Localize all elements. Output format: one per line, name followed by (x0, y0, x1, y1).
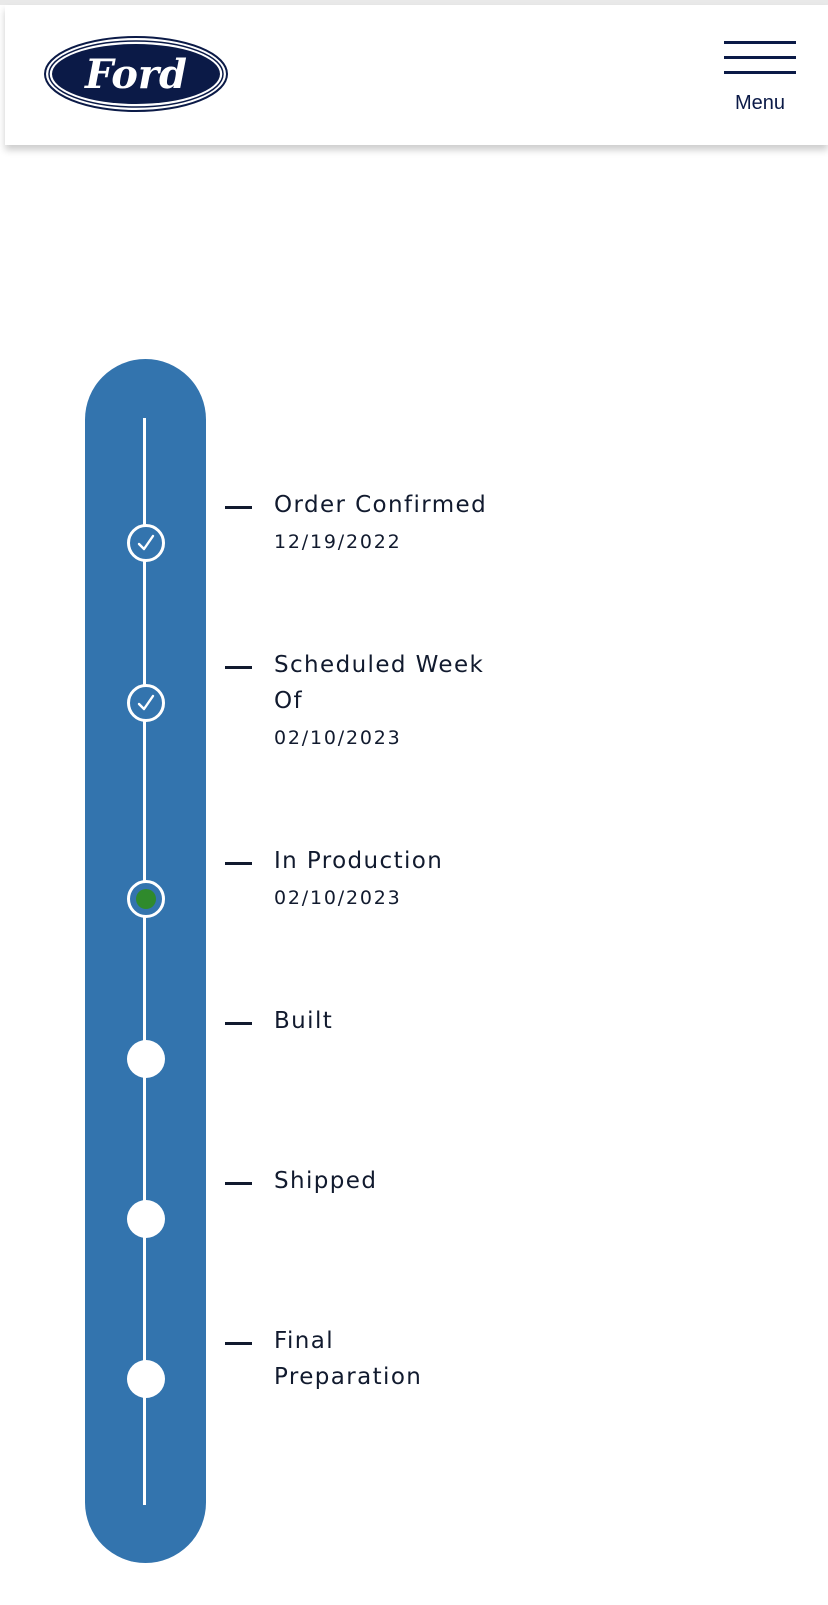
menu-label: Menu (734, 92, 786, 114)
step-2-dash (225, 666, 252, 669)
ford-logo-icon: Ford (44, 36, 228, 112)
step-3-current-dot-icon (127, 880, 165, 918)
step-2-date: 02/10/2023 (274, 727, 402, 749)
step-1-check-icon (127, 524, 165, 562)
step-6-title: Final Preparation (274, 1328, 423, 1390)
step-3-date: 02/10/2023 (274, 887, 402, 909)
step-6-empty-circle-icon (127, 1360, 165, 1398)
hamburger-bar-icon (724, 41, 796, 44)
step-1-date: 12/19/2022 (274, 531, 402, 553)
step-3-title: In Production (274, 848, 444, 874)
step-5-dash (225, 1182, 252, 1185)
current-dot (136, 889, 156, 909)
step-5-empty-circle-icon (127, 1200, 165, 1238)
ford-logo[interactable]: Ford (43, 35, 229, 113)
menu-button[interactable]: Menu (724, 37, 796, 121)
step-4-title: Built (274, 1008, 334, 1034)
ford-logo-text: Ford (84, 51, 187, 98)
step-2-check-icon (127, 684, 165, 722)
top-edge (0, 0, 828, 5)
step-5-title: Shipped (274, 1168, 378, 1194)
step-1-dash (225, 506, 252, 509)
step-6-dash (225, 1342, 252, 1345)
step-4-dash (225, 1022, 252, 1025)
step-2-title: Scheduled Week Of (274, 652, 485, 714)
hamburger-bar-icon (724, 71, 796, 74)
step-4-empty-circle-icon (127, 1040, 165, 1078)
step-1-title: Order Confirmed (274, 492, 488, 518)
step-3-dash (225, 862, 252, 865)
tracker-line (143, 418, 146, 1505)
header: Ford Menu (5, 5, 828, 145)
hamburger-bar-icon (724, 56, 796, 59)
